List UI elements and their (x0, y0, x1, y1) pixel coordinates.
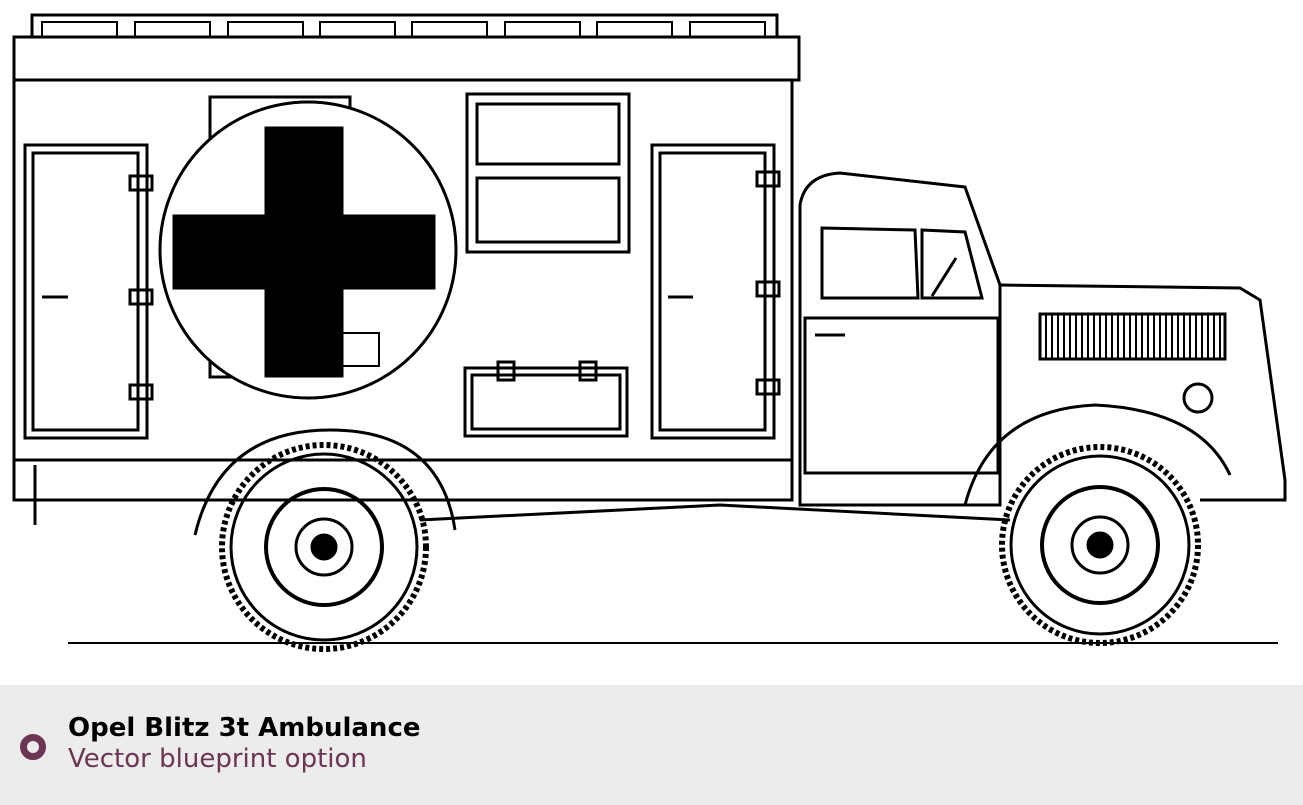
option-title: Opel Blitz 3t Ambulance (68, 713, 421, 743)
option-caption-bar (0, 685, 1303, 805)
truck-blueprint-image (12, 13, 1287, 652)
ambulance-drawing (12, 13, 1287, 652)
option-subtitle: Vector blueprint option (68, 744, 367, 774)
radio-ring-icon[interactable] (20, 734, 46, 760)
